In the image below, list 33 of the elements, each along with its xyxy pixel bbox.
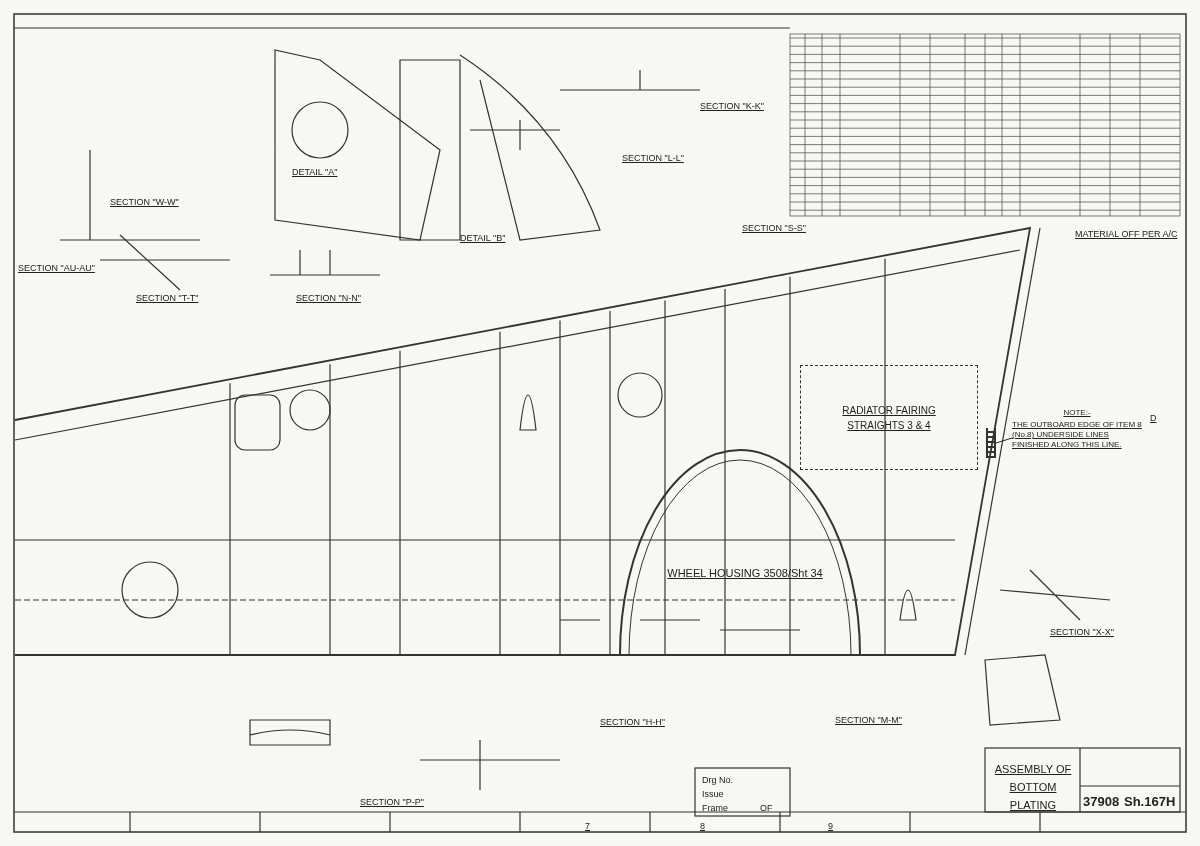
grid-reference: 7 [585,820,590,833]
view-title: SECTION "N-N" [296,292,361,305]
fairing-outline [800,365,978,470]
view-title: DETAIL "A" [292,166,338,179]
view-title: SECTION "K-K" [700,100,764,113]
drawing-number: Sh.167 [1124,793,1166,811]
grid-reference: 8 [700,820,705,833]
part-title: RADIATOR FAIRING STRAIGHTS 3 & 4 [841,403,937,433]
leader-line [995,437,1013,444]
view-title: SECTION "P-P" [360,796,424,809]
view-title: SECTION "AU-AU" [18,262,95,275]
grid-reference: 9 [828,820,833,833]
view-title: SECTION "S-S" [742,222,806,235]
drawing-number: 37908 [1083,793,1120,811]
view-title: DETAIL "B" [460,232,506,245]
view-title: SECTION "M-M" [835,714,902,727]
drawing-number-field: Issue [702,788,724,802]
view-title: SECTION "X-X" [1050,626,1114,639]
grid-reference: D [1150,412,1157,425]
plating-edge-strip [986,428,996,458]
drawing-number-field: Drg No. [702,774,733,788]
drawing-number-field: OF [760,802,773,816]
drawing-number: H [1166,793,1176,811]
note-text: THE OUTBOARD EDGE OF ITEM 8 (No.8) UNDERSIDE LINES FINISHED ALONG THIS LINE. [1012,420,1142,450]
note-text: MATERIAL OFF PER A/C [1075,228,1178,241]
drawing-number-field: Frame [702,802,728,816]
view-title: SECTION "W-W" [110,196,179,209]
view-title: SECTION "T-T" [136,292,199,305]
drawing-title: ASSEMBLY OF BOTTOM PLATING [993,762,1073,813]
note-heading: NOTE:- [1062,408,1092,418]
view-title: SECTION "H-H" [600,716,665,729]
view-title: SECTION "L-L" [622,152,684,165]
part-title: WHEEL HOUSING 3508/Sht 34 [666,566,824,581]
